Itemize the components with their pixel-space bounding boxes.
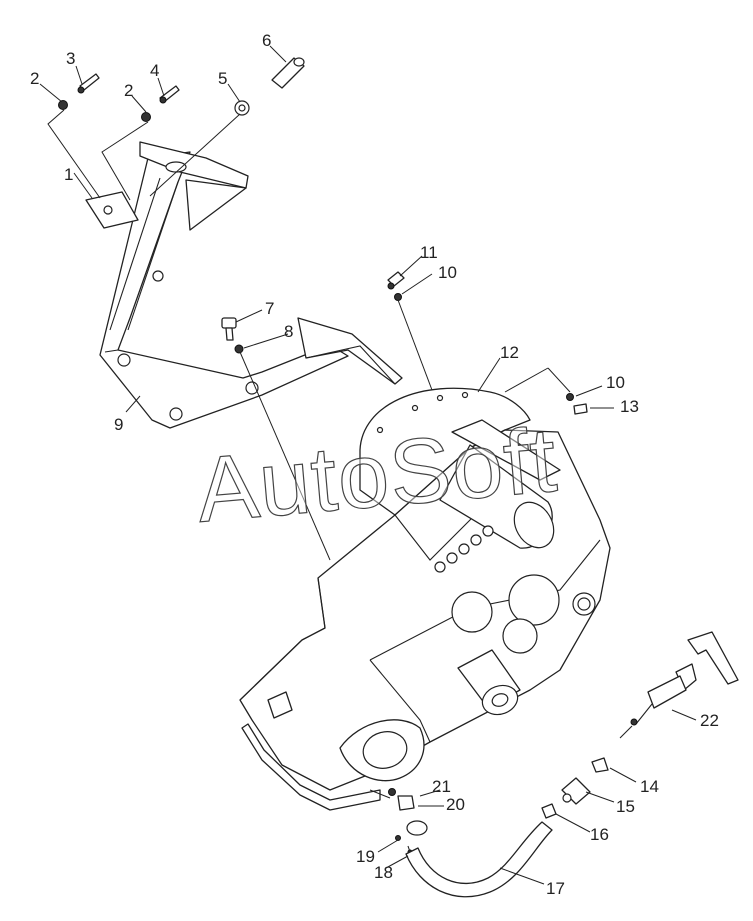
callout-10-right: 10 [606,373,625,392]
middle-fasteners [221,271,588,415]
callout-22: 22 [700,711,719,730]
callout-3: 3 [66,49,75,68]
callout-20: 20 [446,795,465,814]
callout-12: 12 [500,343,519,362]
callout-5: 5 [218,69,227,88]
support-bracket [99,141,403,429]
callout-19: 19 [356,847,375,866]
callout-6: 6 [262,31,271,50]
top-fasteners [58,57,305,122]
filter-fittings [541,757,609,819]
dipstick [619,631,739,739]
callout-7: 7 [265,299,274,318]
callout-numbers: 1 2 2 3 4 5 6 7 8 9 10 10 11 12 13 14 15… [30,31,719,898]
gearbox-housing [239,387,611,811]
callout-4: 4 [150,61,159,80]
callout-2-right: 2 [124,81,133,100]
callout-13: 13 [620,397,639,416]
callout-8: 8 [284,322,293,341]
callout-14: 14 [640,777,659,796]
callout-18: 18 [374,863,393,882]
callout-2-left: 2 [30,69,39,88]
mounting-plate [85,191,139,229]
callout-1: 1 [64,165,73,184]
callout-17: 17 [546,879,565,898]
callout-9: 9 [114,415,123,434]
callout-10-top: 10 [438,263,457,282]
drain-fittings [388,788,428,859]
drain-hose [405,821,553,898]
callout-11: 11 [420,243,438,262]
leader-lines [39,45,697,885]
callout-21: 21 [432,777,451,796]
callout-16: 16 [590,825,609,844]
callout-15: 15 [616,797,635,816]
